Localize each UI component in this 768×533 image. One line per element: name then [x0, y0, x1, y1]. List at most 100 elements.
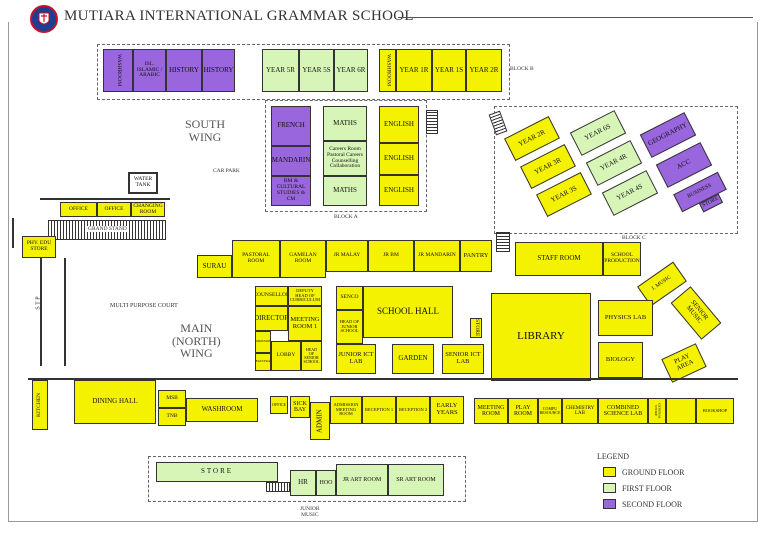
room-french[interactable]: FRENCH — [271, 106, 311, 146]
room-hoo[interactable]: HOO — [316, 470, 336, 496]
room-lobby[interactable]: LOBBY — [271, 341, 301, 371]
room-year-5s[interactable]: YEAR 5S — [299, 49, 334, 92]
room-bookshop[interactable]: BOOKSHOP — [696, 398, 734, 424]
room-head-senior[interactable]: HEAD OF SENIOR SCHOOL — [301, 341, 322, 371]
room-water-tank[interactable]: WATER TANK — [128, 172, 158, 194]
room-counsellor[interactable]: COUNSELLOR — [255, 286, 288, 306]
room-senior-ict[interactable]: SENIOR ICT LAB — [442, 344, 484, 374]
room-school-hall[interactable]: SCHOOL HALL — [363, 286, 453, 338]
legend-item-first: FIRST FLOOR — [603, 483, 672, 493]
room-registrar[interactable]: REGISTRAR — [255, 353, 271, 371]
room-washroom-main[interactable]: WASHROOM — [186, 398, 258, 422]
room-year-2r-b[interactable]: YEAR 2R — [466, 49, 502, 92]
room-admission-meeting[interactable]: ADMISSION MEETING ROOM — [330, 396, 362, 424]
room-reception-1[interactable]: RECEPTION 1 — [362, 396, 396, 424]
room-dining-hall[interactable]: DINING HALL — [74, 380, 156, 424]
room-changing[interactable]: CHANGING ROOM — [131, 202, 165, 217]
room-year-1s[interactable]: YEAR 1S — [432, 49, 466, 92]
room-sick-bay[interactable]: SICK BAY — [290, 396, 310, 418]
room-reception-2[interactable]: RECEPTION 2 — [396, 396, 430, 424]
page-title: MUTIARA INTERNATIONAL GRAMMAR SCHOOL — [64, 8, 414, 24]
room-biology[interactable]: BIOLOGY — [598, 342, 643, 378]
room-combined-science[interactable]: COMBINED SCIENCE LAB — [598, 398, 648, 424]
room-admissions[interactable]: ADMISSIONS — [255, 331, 271, 353]
room-library[interactable]: LIBRARY — [491, 293, 591, 381]
room-english-3[interactable]: ENGLISH — [379, 175, 419, 206]
junior-music-text: JUNIOR MUSIC — [300, 506, 320, 518]
block-b-outline — [97, 44, 510, 100]
room-play-room[interactable]: PLAY ROOM — [508, 398, 538, 424]
room-maths-2[interactable]: MATHS — [323, 176, 367, 206]
room-store-junior[interactable]: STORE — [156, 462, 278, 482]
room-garden[interactable]: GARDEN — [392, 344, 434, 374]
room-jr-bm[interactable]: JR BM — [368, 240, 414, 272]
room-gamelan[interactable]: GAMELAN ROOM — [280, 240, 326, 278]
room-office-small[interactable]: OFFICE — [270, 396, 288, 414]
legend-swatch-first — [603, 483, 616, 493]
room-pantry[interactable]: PANTRY — [460, 240, 492, 272]
room-staff-room[interactable]: STAFF ROOM — [515, 242, 603, 276]
room-english-2[interactable]: ENGLISH — [379, 143, 419, 175]
label-stp: S T P — [35, 296, 42, 310]
room-office-1[interactable]: OFFICE — [60, 202, 97, 217]
room-history-2[interactable]: HISTORY — [202, 49, 235, 92]
room-meeting-1[interactable]: MEETING ROOM 1 — [288, 306, 322, 341]
room-surau[interactable]: SURAU — [197, 255, 232, 278]
room-senco[interactable]: SENCO — [336, 286, 363, 310]
room-early-years[interactable]: EARLY YEARS — [430, 396, 464, 424]
legend-swatch-second — [603, 499, 616, 509]
room-compu-resource[interactable]: COMPU RESOURCE — [538, 398, 562, 424]
room-year-1r[interactable]: YEAR 1R — [396, 49, 432, 92]
wall-stp — [40, 258, 42, 366]
room-cultural-studies[interactable]: BM & CULTURAL STUDIES & CM — [271, 176, 311, 206]
room-chemistry-lab[interactable]: CHEMISTRY LAB — [562, 398, 598, 424]
legend-label-first: FIRST FLOOR — [622, 483, 672, 493]
room-english-1[interactable]: ENGLISH — [379, 106, 419, 143]
room-deputy-head[interactable]: DEPUTY HEAD OF CURRICULUM — [288, 286, 322, 306]
room-tnb[interactable]: TNB — [158, 408, 186, 426]
room-jr-art[interactable]: JR ART ROOM — [336, 464, 388, 496]
label-car-park: CAR PARK — [213, 168, 240, 174]
room-sr-art[interactable]: SR ART ROOM — [388, 464, 444, 496]
school-crest-icon — [30, 5, 58, 33]
room-director[interactable]: DIRECTOR — [255, 306, 288, 331]
room-office-2[interactable]: OFFICE — [97, 202, 131, 217]
main-wing-text: MAIN (NORTH) WING — [172, 321, 221, 361]
map-frame — [8, 22, 758, 522]
legend-item-ground: GROUND FLOOR — [603, 467, 684, 477]
room-jr-mandarin[interactable]: JR MANDARIN — [414, 240, 460, 272]
room-general-store[interactable]: GENERAL STORE — [648, 398, 666, 424]
room-washroom-b2[interactable]: WASHROOM — [379, 49, 396, 92]
room-year-5r[interactable]: YEAR 5R — [262, 49, 299, 92]
room-msb[interactable]: MSB — [158, 390, 186, 408]
label-south-wing: SOUTH WING — [185, 118, 225, 143]
room-history-1[interactable]: HISTORY — [166, 49, 202, 92]
room-islamic-arabic[interactable]: ISL. ISLAMIC / ARABIC — [133, 49, 166, 92]
room-school-production[interactable]: SCHOOL PRODUCTION — [603, 242, 641, 276]
room-kitchen[interactable]: KITCHEN — [32, 380, 48, 430]
room-maths-1[interactable]: MATHS — [323, 106, 367, 141]
title-rule — [398, 17, 753, 18]
room-phy-edu-store[interactable]: PHY. EDU STORE — [22, 236, 56, 258]
legend-item-second: SECOND FLOOR — [603, 499, 682, 509]
room-pastoral[interactable]: PASTORAL ROOM — [232, 240, 280, 278]
room-head-junior[interactable]: HEAD OF JUNIOR SCHOOL — [336, 310, 363, 344]
room-mandarin[interactable]: MANDARIN — [271, 146, 311, 176]
room-junior-ict[interactable]: JUNIOR ICT LAB — [336, 344, 376, 374]
room-meeting-room[interactable]: MEETING ROOM — [474, 398, 508, 424]
room-physics-lab[interactable]: PHYSICS LAB — [598, 300, 653, 336]
legend-label-ground: GROUND FLOOR — [622, 467, 685, 477]
room-careers[interactable]: Careers Room Pastoral Careers Counsellin… — [323, 141, 367, 176]
label-multi-purpose: MULTI PURPOSE COURT — [110, 303, 178, 309]
room-unlabelled[interactable] — [666, 398, 696, 424]
room-jr-malay[interactable]: JR MALAY — [326, 240, 368, 272]
room-admin[interactable]: ADMIN — [310, 402, 330, 440]
label-block-a: BLOCK A — [334, 214, 358, 220]
room-store-hall[interactable]: STORE — [470, 318, 482, 338]
stairs-block-a — [426, 110, 438, 134]
legend-swatch-ground — [603, 467, 616, 477]
room-year-6r[interactable]: YEAR 6R — [334, 49, 368, 92]
room-hr[interactable]: HR — [290, 470, 316, 496]
room-washroom-b1[interactable]: WASHROOM — [103, 49, 133, 92]
block-c-rotated: YEAR 2R YEAR 3R YEAR 3S YEAR 6S YEAR 4R … — [488, 110, 727, 232]
